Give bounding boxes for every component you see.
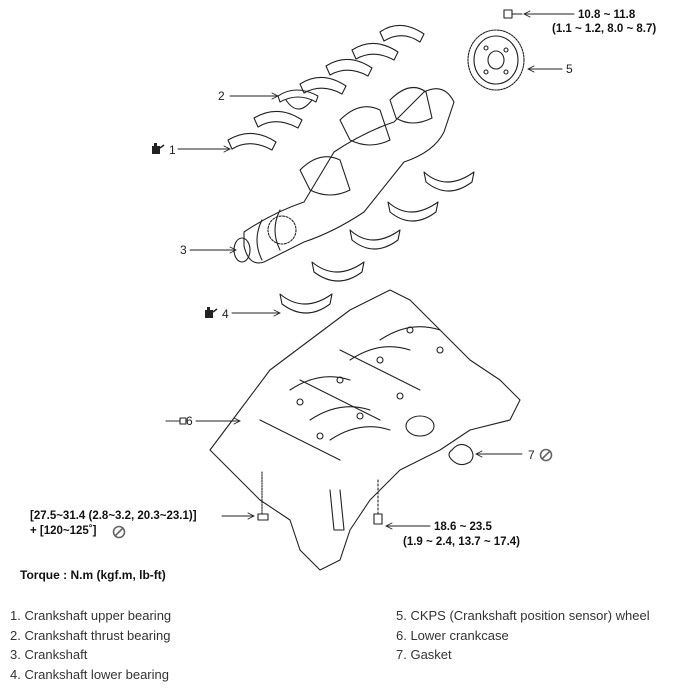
torque-crankcase-bolt-imperial: (1.9 ~ 2.4, 13.7 ~ 17.4) bbox=[403, 535, 520, 550]
callout-3: 3 bbox=[180, 243, 187, 257]
legend-item: 5. CKPS (Crankshaft position sensor) whe… bbox=[396, 608, 650, 623]
legend-right: 5. CKPS (Crankshaft position sensor) whe… bbox=[396, 606, 650, 665]
legend-item: 4. Crankshaft lower bearing bbox=[10, 666, 169, 682]
legend-item: 1. Crankshaft upper bearing bbox=[10, 608, 172, 623]
upper-bearing-shells bbox=[227, 24, 425, 151]
crankcase-side-bolt bbox=[165, 417, 187, 425]
callout-7: 7 bbox=[528, 448, 535, 462]
crankshaft bbox=[233, 86, 455, 264]
torque-main-line2: + [120~125˚] bbox=[30, 525, 97, 537]
legend-left: 1. Crankshaft upper bearing 2. Crankshaf… bbox=[10, 606, 171, 684]
callout-5: 5 bbox=[566, 62, 573, 76]
no-reuse-icon bbox=[539, 448, 553, 462]
lower-bearing-shells bbox=[279, 171, 475, 314]
torque-crankcase-line2: (1.9 ~ 2.4, 13.7 ~ 17.4) bbox=[403, 536, 520, 548]
torque-ckps-bolt: 10.8 ~ 11.8 bbox=[578, 8, 635, 23]
torque-crankcase-line1: 18.6 ~ 23.5 bbox=[434, 521, 492, 533]
torque-unit-note: Torque : N.m (kgf.m, lb-ft) bbox=[20, 568, 166, 582]
oil-can-icon bbox=[152, 143, 165, 154]
legend-item: 6. Lower crankcase bbox=[396, 627, 509, 643]
torque-main-bolt: [27.5~31.4 (2.8~3.2, 20.3~23.1)] + [120~… bbox=[30, 509, 197, 539]
callout-1: 1 bbox=[169, 143, 176, 157]
no-reuse-icon bbox=[112, 525, 126, 539]
exploded-view-diagram bbox=[112, 9, 575, 571]
callout-6: 6 bbox=[186, 414, 193, 428]
lower-crankcase bbox=[209, 289, 521, 571]
torque-crankcase-bolt: 18.6 ~ 23.5 bbox=[434, 520, 492, 535]
torque-ckps-line1: 10.8 ~ 11.8 bbox=[578, 9, 636, 21]
gasket bbox=[448, 443, 474, 466]
legend-item: 3. Crankshaft bbox=[10, 647, 88, 662]
torque-main-line1: [27.5~31.4 (2.8~3.2, 20.3~23.1)] bbox=[30, 510, 197, 522]
ckps-bolt bbox=[503, 9, 523, 19]
crankcase-bolt bbox=[373, 479, 383, 525]
callout-2: 2 bbox=[218, 89, 225, 103]
legend-item: 2. Crankshaft thrust bearing bbox=[10, 627, 171, 643]
leader-lines bbox=[177, 10, 575, 530]
thrust-bearing bbox=[277, 89, 319, 110]
torque-ckps-line2: (1.1 ~ 1.2, 8.0 ~ 8.7) bbox=[552, 23, 657, 35]
main-bearing-bolt bbox=[257, 471, 269, 521]
oil-can-icon bbox=[205, 307, 218, 318]
torque-ckps-bolt-imperial: (1.1 ~ 1.2, 8.0 ~ 8.7) bbox=[552, 22, 656, 37]
callout-4: 4 bbox=[222, 307, 229, 321]
ckps-wheel bbox=[467, 29, 525, 91]
legend-item: 7. Gasket bbox=[396, 647, 452, 662]
